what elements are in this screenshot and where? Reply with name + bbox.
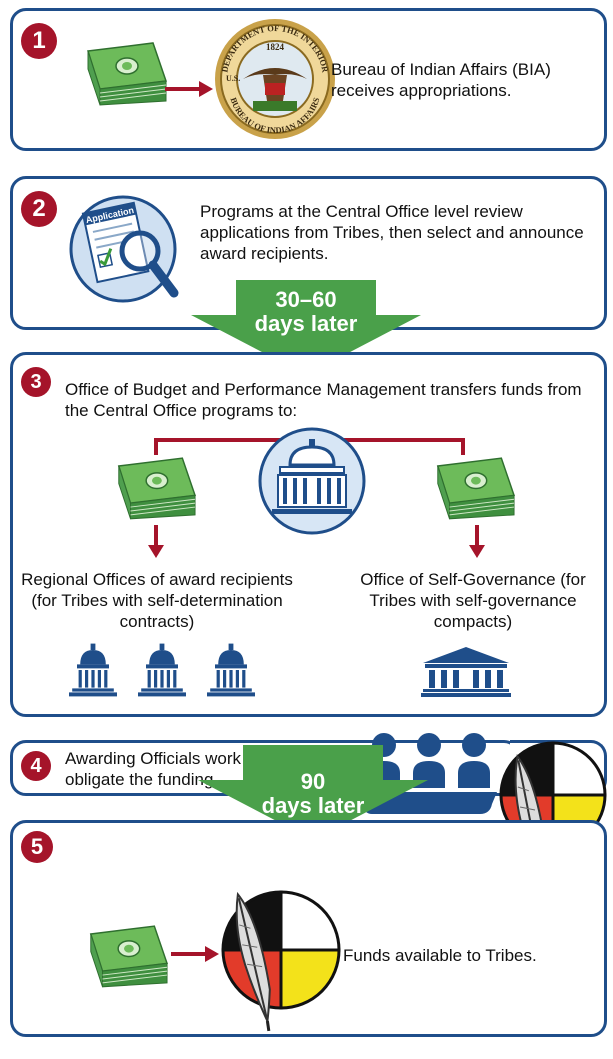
capitol-building-icon (258, 427, 366, 535)
arrow-right-icon (165, 81, 213, 97)
money-stack-icon (428, 455, 516, 521)
government-building-icon (207, 643, 255, 697)
arrow-right-icon (171, 946, 219, 962)
down-arrow-1 (191, 280, 421, 375)
government-building-icon (421, 647, 511, 697)
step-3-text: Office of Budget and Performance Managem… (65, 380, 582, 420)
branch-right-text: Office of Self-Governance (for Tribes wi… (360, 570, 586, 631)
step-4-number: 4 (21, 751, 51, 781)
branch-left-text: Regional Offices of award recipients (fo… (21, 570, 293, 631)
government-building-icon (69, 643, 117, 697)
people-group-icon (362, 733, 497, 814)
step-1-number: 1 (21, 23, 57, 59)
step-3-panel: 3 Office of Budget and Performance Manag… (10, 352, 607, 717)
step-3-number: 3 (21, 367, 51, 397)
arrow-2-label: 90 days later (243, 770, 383, 818)
step-2-number: 2 (21, 191, 57, 227)
arrow-2-line1: 90 (300, 769, 326, 794)
bia-seal-icon: 1824 DEPARTMENT OF THE INTERIOR BUREAU O… (215, 19, 335, 139)
arrow-1-line1: 30–60 (275, 287, 337, 312)
step-1-text: Bureau of Indian Affairs (BIA) receives … (331, 60, 551, 100)
arrow-1-label: 30–60 days later (236, 288, 376, 336)
seal-year: 1824 (266, 42, 285, 52)
government-building-icon (138, 643, 186, 697)
down-arrow-2 (198, 745, 428, 840)
seal-left-text: U.S. (226, 74, 240, 83)
money-stack-icon (78, 41, 168, 106)
step-5-text: Funds available to Tribes. (343, 946, 537, 965)
arrow-2-line2: days later (261, 793, 365, 818)
step-5-number: 5 (21, 831, 53, 863)
application-magnifier-icon: Application (69, 195, 179, 303)
arrow-1-line2: days later (254, 311, 358, 336)
step-2-text: Programs at the Central Office level rev… (200, 202, 584, 263)
step-1-panel: 1 1824 DEPARTMENT OF THE INTERIOR BUREAU… (10, 8, 607, 151)
money-stack-icon (109, 455, 197, 521)
medicine-wheel-feather-icon (221, 890, 341, 1035)
money-stack-icon (81, 923, 169, 989)
step-5-panel: 5 Funds available to Tribes. (10, 820, 607, 1037)
